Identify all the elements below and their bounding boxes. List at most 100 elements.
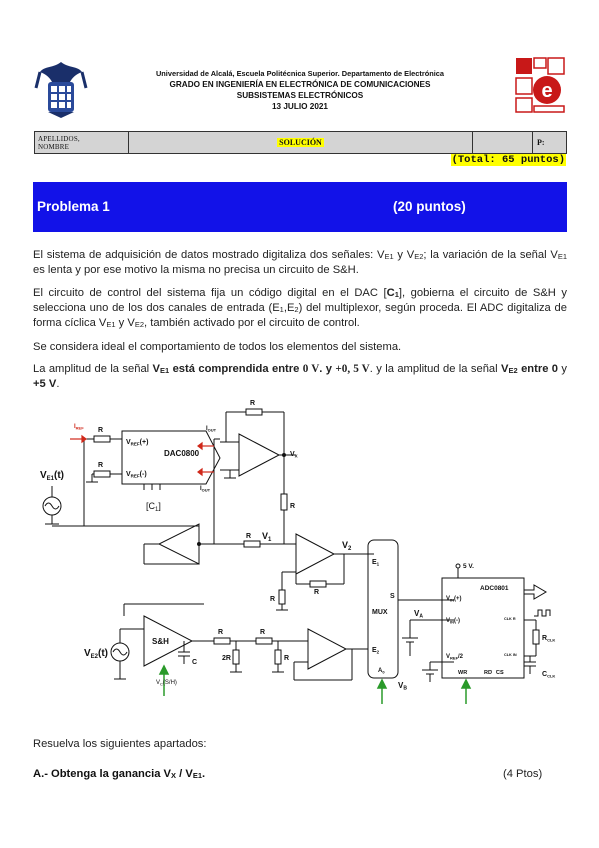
name-field[interactable]: SOLUCIÓN: [129, 132, 473, 153]
paragraph-4: La amplitud de la señal VE1 está compren…: [33, 362, 567, 392]
va-label: VA: [414, 609, 423, 620]
problem-banner: Problema 1 (20 puntos): [33, 182, 567, 232]
header-date: 13 JULIO 2021: [272, 102, 328, 111]
e1-label: E1: [372, 559, 380, 567]
qa-text-a: A.- Obtenga la ganancia V: [33, 768, 172, 780]
solution-badge: SOLUCIÓN: [277, 138, 324, 147]
p2-c: C: [386, 287, 395, 299]
university-crest-logo: [34, 62, 88, 118]
problem-points: (20 puntos): [393, 199, 466, 214]
iout-bottom-label: IOUT: [200, 486, 211, 493]
header-institution: Universidad de Alcalá, Escuela Politécni…: [155, 69, 445, 78]
vin-minus-label: VIN(-): [446, 618, 460, 625]
qa-sub-x: X: [171, 771, 177, 780]
cclk-label: CCLK: [542, 671, 555, 679]
p4-sub-e2: E2: [508, 366, 518, 375]
opamp-follower: [157, 523, 200, 565]
paragraph-1: El sistema de adquisición de datos mostr…: [33, 248, 567, 278]
p2-sub-2: 2: [294, 305, 299, 314]
header-degree: GRADO EN INGENIERÍA EN ELECTRÓNICA DE CO…: [169, 80, 431, 89]
opamp-x: [238, 433, 281, 477]
p2-text-l: , también activado por el circuito de co…: [144, 317, 360, 329]
p4-text-d: está comprendida entre: [169, 363, 303, 375]
total-points: (Total: 65 puntos): [450, 154, 566, 166]
r-label-sh2: R: [260, 629, 265, 636]
iref-label: IREF: [74, 424, 84, 431]
p4-text-k: entre 0: [517, 363, 559, 375]
r-label-sh3: R: [284, 655, 289, 662]
v2-label: V2: [342, 540, 352, 552]
p4-v: V: [152, 363, 161, 375]
r-label-vx: R: [290, 503, 295, 510]
p4-0v: 0 V: [302, 363, 320, 375]
dac-label: DAC0800: [164, 449, 200, 458]
ve2-label: VE2(t): [84, 648, 108, 660]
vc-label: VC(S/H): [156, 680, 177, 687]
iout-top-label: IOUT: [206, 426, 217, 433]
rclk-label: RCLK: [542, 635, 555, 643]
p1-text-a: El sistema de adquisición de datos mostr…: [33, 249, 385, 261]
adc-box: [441, 577, 525, 679]
p1-text-g: es lenta y por ese motivo la misma no pr…: [33, 264, 359, 276]
p2-text-a: El circuito de control del sistema fija …: [33, 287, 387, 299]
five-v-label: 5 V.: [463, 563, 474, 570]
paragraph-3: Se considera ideal el comportamiento de …: [33, 341, 402, 353]
p4-05v: +0, 5 V: [335, 363, 370, 375]
points-cell[interactable]: P:: [537, 138, 545, 147]
circuit-diagram: DAC0800 VREF(+) VREF(-) ······· [C1] IRE…: [40, 400, 555, 704]
wr-label: WR: [458, 670, 467, 676]
student-info-table: APELLIDOS, NOMBRE SOLUCIÓN P:: [34, 131, 567, 154]
p2-sub-e2: E2: [134, 320, 145, 329]
qa-text-c: / V: [176, 768, 193, 780]
mux-box: [367, 539, 399, 679]
p4-text-a: La amplitud de la señal: [33, 363, 153, 375]
dac-dots: ·······: [142, 482, 154, 488]
p2-c-sub: 1: [394, 290, 399, 299]
vref-minus-label: VREF(-): [126, 471, 147, 479]
ve1-label: VE1(t): [40, 470, 64, 482]
vb-label: VB: [398, 681, 407, 692]
r-label-feedback: R: [250, 400, 255, 407]
question-a: A.- Obtenga la ganancia VX / VE1.: [33, 768, 205, 780]
p2-sub-e1: E1: [106, 320, 116, 329]
qa-sub-e1: E1: [192, 771, 203, 780]
e2-label: E2: [372, 647, 380, 655]
adc-label: ADC0801: [480, 585, 509, 592]
r-label-2: R: [98, 462, 103, 469]
blank-cell: [473, 132, 533, 153]
c-label: C: [192, 659, 197, 666]
p1-text-c: y V: [393, 249, 415, 261]
p4-text-l: y: [558, 363, 568, 375]
p1-sub-e1: E1: [384, 252, 394, 261]
sample-hold-amp: [143, 615, 194, 667]
vref2-label: VREF/2: [446, 654, 464, 661]
clock-wave: [534, 609, 551, 617]
p2-text-j: y V: [115, 317, 135, 329]
vx-label: VX: [290, 451, 298, 459]
dac-box: [121, 430, 221, 485]
firstname-label: NOMBRE: [38, 142, 70, 151]
opamp-v2: [295, 533, 336, 575]
r-label-sh1: R: [218, 629, 223, 636]
clkr-label: CLK R: [504, 617, 516, 621]
adc-output-arrow: [523, 584, 547, 600]
p4-text-h: . y la amplitud de la señal: [369, 363, 502, 375]
opamp-follower-2: [307, 628, 348, 670]
p4-text-f: . y: [319, 363, 336, 375]
v1-label: V1: [262, 531, 272, 543]
p1-sub-e2: E2: [414, 252, 424, 261]
r-label-v1: R: [246, 533, 251, 540]
cs-label: CS: [496, 670, 504, 676]
svg-text:e: e: [541, 80, 552, 102]
p2-text-h: ) del multiplexor, según proceda. El ADC…: [33, 302, 567, 329]
page-header: Universidad de Alcalá, Escuela Politécni…: [34, 52, 566, 122]
header-text: Universidad de Alcalá, Escuela Politécni…: [90, 68, 510, 112]
surname-label: APELLIDOS,: [38, 134, 80, 143]
p2-text-d: ], gobierna el circuito de S&H y selecci…: [33, 287, 567, 314]
vref-plus-label: VREF(+): [126, 439, 148, 447]
sh-label: S&H: [152, 637, 169, 646]
clkin-label: CLK IN: [504, 653, 517, 657]
r-label-1: R: [98, 427, 103, 434]
qa-text-e: .: [202, 768, 206, 780]
p4-sub-e1: E1: [160, 366, 170, 375]
